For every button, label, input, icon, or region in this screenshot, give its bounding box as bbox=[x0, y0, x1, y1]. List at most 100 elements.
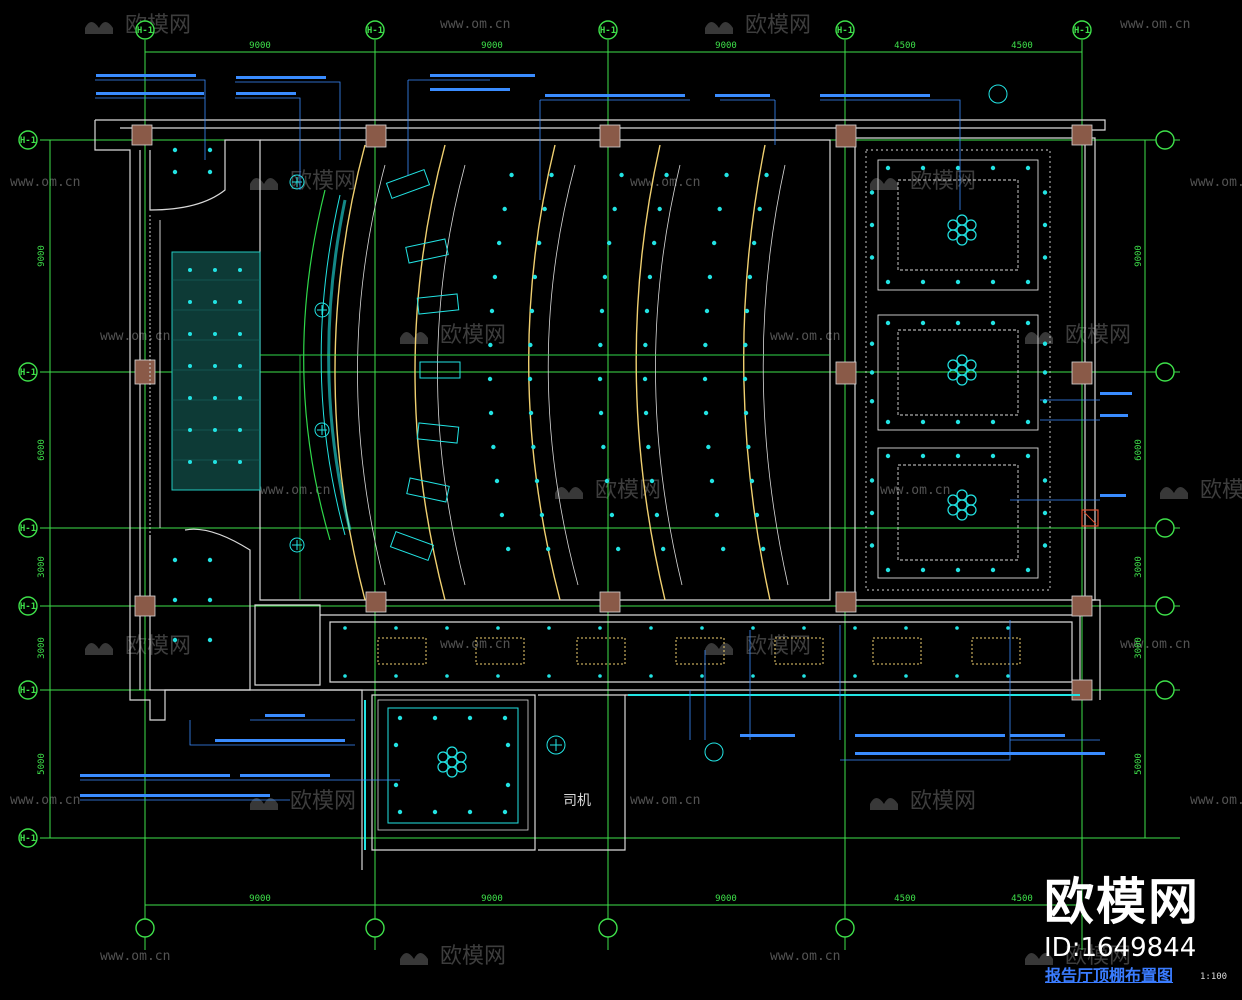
downlight-icon bbox=[724, 172, 729, 178]
axis-label: H-1 bbox=[20, 136, 36, 146]
axis-bubble-top-3 bbox=[598, 20, 618, 40]
watermark-text: 欧模网 bbox=[125, 634, 191, 659]
downlight-icon bbox=[527, 376, 533, 382]
downlight-icon bbox=[920, 419, 926, 425]
downlight-icon bbox=[188, 396, 192, 400]
downlight-icon bbox=[885, 453, 891, 459]
downlight-icon bbox=[702, 376, 708, 382]
watermark-sofa-icon bbox=[1160, 487, 1188, 499]
exit-marker-icon bbox=[1081, 509, 1099, 527]
dimension-top: 9000 bbox=[481, 41, 503, 51]
downlight-icon bbox=[188, 428, 192, 432]
lounge-ceiling bbox=[865, 149, 1051, 591]
downlight-icon bbox=[703, 410, 709, 416]
downlight-icon bbox=[238, 460, 242, 464]
dimension-bottom: 4500 bbox=[894, 894, 916, 904]
watermark-sofa-icon bbox=[250, 798, 278, 810]
dimension-left: 5000 bbox=[37, 753, 47, 775]
downlight-icon bbox=[445, 626, 449, 630]
watermark-sofa-icon bbox=[250, 178, 278, 190]
downlight-icon bbox=[649, 478, 655, 484]
brand-name: 欧模网 bbox=[1044, 873, 1200, 931]
downlight-icon bbox=[207, 597, 213, 603]
dimension-top: 4500 bbox=[894, 41, 916, 51]
downlight-icon bbox=[869, 543, 875, 548]
downlight-icon bbox=[920, 567, 926, 573]
dimension-bottom: 9000 bbox=[481, 894, 503, 904]
downlight-icon bbox=[188, 300, 192, 304]
dimension-left: 3000 bbox=[37, 637, 47, 659]
watermark-text: 欧模网 bbox=[440, 944, 506, 969]
downlight-icon bbox=[505, 782, 511, 788]
dimension-labels: 9000 9000 9000 4500 4500 9000 9000 9000 … bbox=[37, 41, 1144, 904]
watermark-sofa-icon bbox=[85, 22, 113, 34]
downlight-icon bbox=[487, 376, 493, 382]
downlight-icon bbox=[1042, 510, 1048, 516]
downlight-icon bbox=[869, 341, 875, 346]
axis-label: H-1 bbox=[1074, 26, 1090, 36]
downlight-icon bbox=[709, 478, 715, 484]
watermark-sofa-icon bbox=[85, 643, 113, 655]
watermark-sofa-icon bbox=[400, 332, 428, 344]
structural-columns bbox=[131, 124, 1093, 701]
dimension-top: 9000 bbox=[249, 41, 271, 51]
downlight-icon bbox=[990, 279, 996, 285]
downlight-icon bbox=[397, 715, 403, 721]
downlight-icon bbox=[802, 626, 806, 630]
dimension-left: 6000 bbox=[37, 439, 47, 461]
downlight-icon bbox=[955, 567, 961, 573]
axis-bubble-labels: H-1 H-1 H-1 H-1 H-1 H-1 H-1 H-1 H-1 H-1 … bbox=[20, 26, 1090, 844]
downlight-icon bbox=[751, 674, 755, 678]
downlight-icon bbox=[207, 637, 213, 643]
downlight-icon bbox=[955, 320, 961, 326]
dimension-right: 3000 bbox=[1134, 556, 1144, 578]
downlight-icon bbox=[711, 240, 717, 246]
speaker-symbols bbox=[289, 84, 1008, 762]
downlight-icon bbox=[649, 626, 653, 630]
downlight-icon bbox=[643, 342, 648, 348]
downlight-icon bbox=[707, 274, 713, 280]
downlight-icon bbox=[1042, 543, 1048, 548]
downlight-icon bbox=[746, 444, 751, 450]
downlight-icon bbox=[904, 626, 908, 630]
watermark-text: 欧模网 bbox=[1065, 323, 1131, 348]
downlight-icon bbox=[343, 626, 347, 630]
watermark-text: 欧模网 bbox=[290, 789, 356, 814]
downlight-icon bbox=[904, 674, 908, 678]
downlight-icon bbox=[743, 342, 748, 348]
downlight-icon bbox=[539, 512, 545, 518]
downlight-icon bbox=[542, 206, 547, 212]
downlight-icon bbox=[238, 300, 242, 304]
downlight-icon bbox=[885, 419, 891, 425]
drawing-scale: 1:100 bbox=[1200, 972, 1228, 982]
downlight-icon bbox=[492, 274, 498, 280]
downlight-icon bbox=[488, 410, 494, 416]
downlight-icon bbox=[432, 715, 438, 721]
axis-bubble-bottom-4 bbox=[835, 918, 855, 938]
downlight-icon bbox=[598, 674, 602, 678]
downlight-icon bbox=[1025, 320, 1031, 326]
downlight-icon bbox=[394, 674, 398, 678]
dimension-left: 3000 bbox=[37, 556, 47, 578]
downlight-icon bbox=[496, 626, 500, 630]
downlight-icon bbox=[528, 410, 534, 416]
downlight-icon bbox=[757, 206, 762, 212]
downlight-icon bbox=[764, 172, 769, 178]
downlight-icon bbox=[751, 240, 757, 246]
annotation-leaders bbox=[80, 79, 1100, 801]
downlight-icon bbox=[885, 567, 891, 573]
downlight-icon bbox=[647, 274, 653, 280]
downlight-icon bbox=[502, 206, 507, 212]
axis-bubble-left-5 bbox=[18, 680, 38, 700]
dimension-right: 9000 bbox=[1134, 245, 1144, 267]
downlight-icon bbox=[885, 320, 891, 326]
downlight-icon bbox=[1042, 222, 1048, 228]
downlight-icon bbox=[700, 674, 704, 678]
downlight-icon bbox=[207, 147, 213, 153]
downlight-icon bbox=[238, 332, 242, 336]
downlight-icon bbox=[885, 279, 891, 285]
dimension-top: 4500 bbox=[1011, 41, 1033, 51]
downlight-icon bbox=[545, 546, 551, 552]
downlight-icon bbox=[869, 510, 875, 516]
downlight-icon bbox=[651, 240, 657, 246]
